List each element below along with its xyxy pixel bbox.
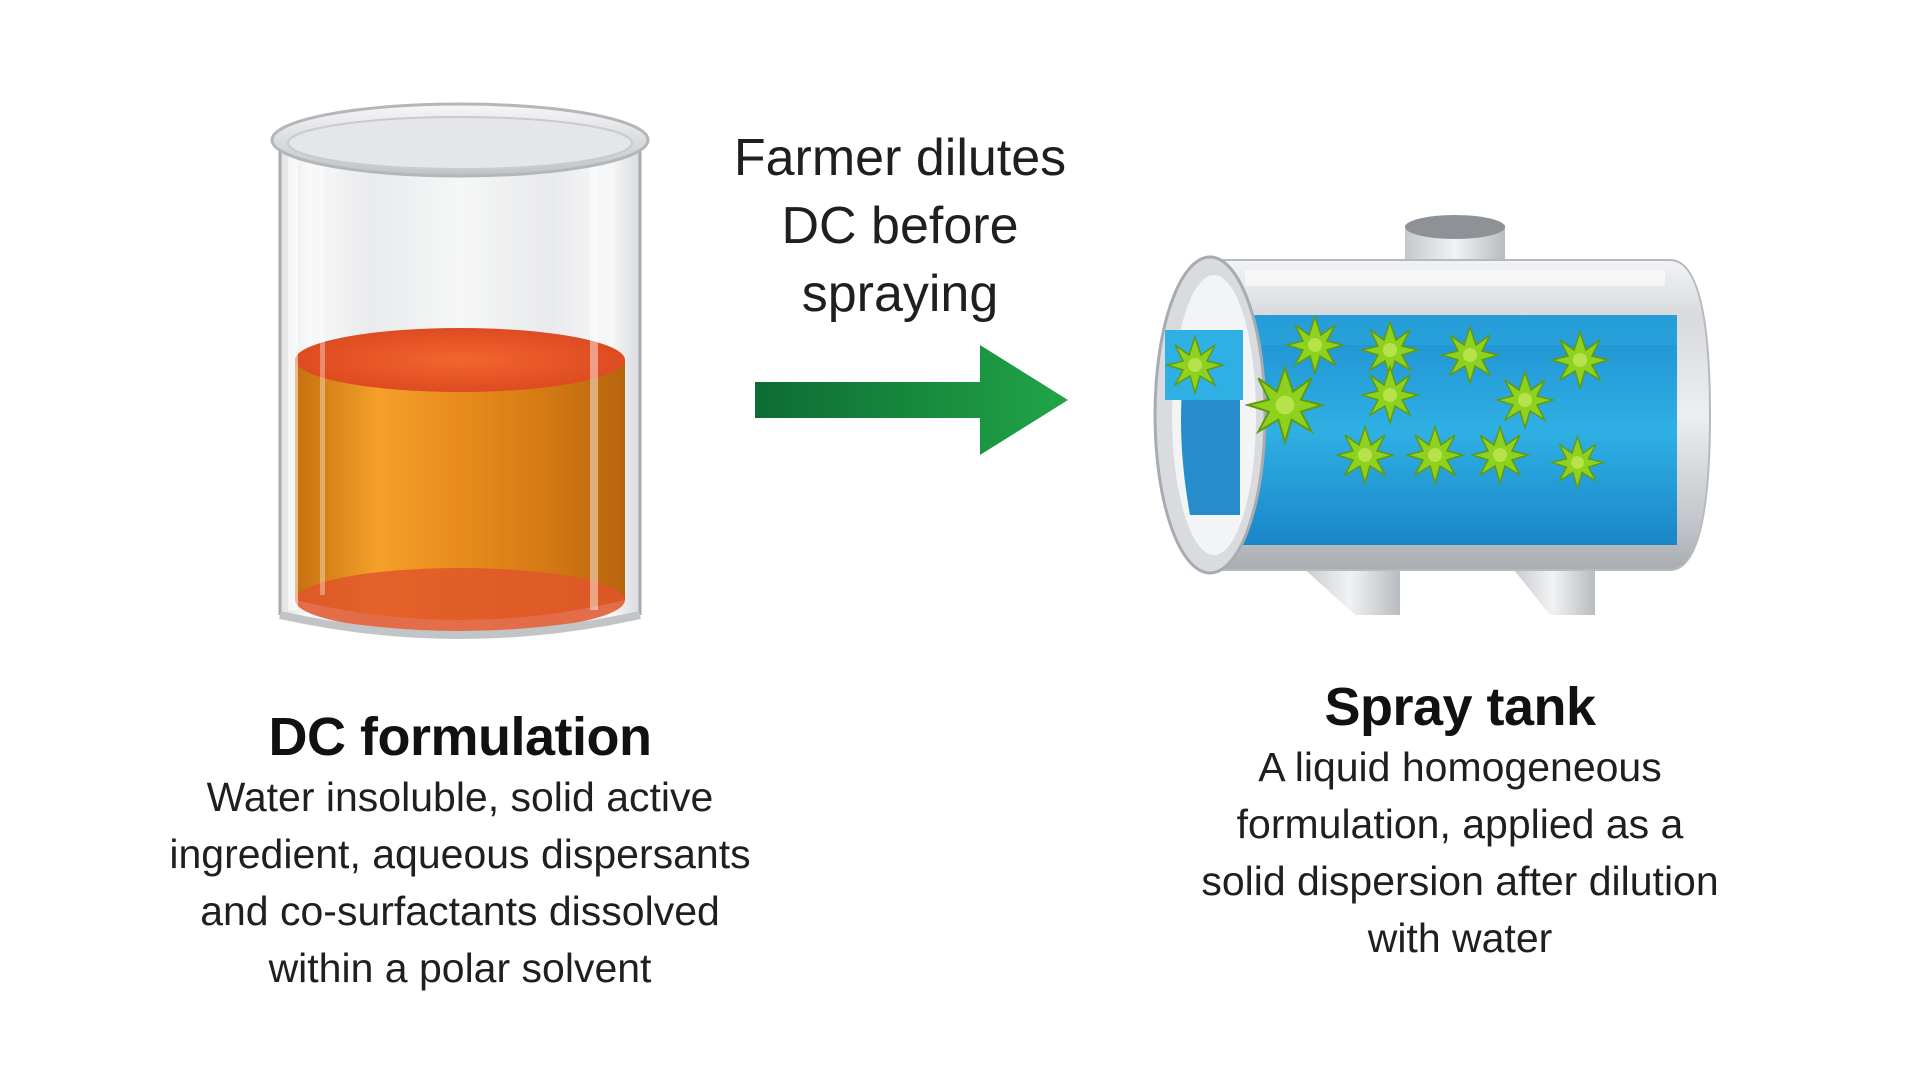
description-line: ingredient, aqueous dispersants — [169, 831, 751, 877]
spray-tank-description: A liquid homogeneous formulation, applie… — [1160, 739, 1760, 967]
description-line: solid dispersion after dilution — [1201, 858, 1719, 904]
process-step-label: Farmer dilutes DC before spraying — [700, 124, 1100, 328]
description-line: and co-surfactants dissolved — [200, 888, 720, 934]
step-label-line: Farmer dilutes — [733, 129, 1067, 187]
dc-formulation-title: DC formulation — [268, 707, 652, 767]
arrow-right-icon — [755, 345, 1068, 455]
spray-tank-icon — [1153, 215, 1712, 615]
dc-formulation-label: DC formulation Water insoluble, solid ac… — [140, 705, 780, 997]
dc-formulation-description: Water insoluble, solid active ingredient… — [140, 769, 780, 997]
step-label-line: DC before — [781, 197, 1019, 255]
spray-tank-title: Spray tank — [1324, 677, 1596, 737]
step-label-line: spraying — [801, 265, 999, 323]
description-line: formulation, applied as a — [1236, 801, 1684, 847]
description-line: within a polar solvent — [268, 945, 652, 991]
beaker-icon — [270, 102, 650, 639]
description-line: with water — [1367, 915, 1553, 961]
description-line: Water insoluble, solid active — [206, 774, 714, 820]
description-line: A liquid homogeneous — [1258, 744, 1662, 790]
spray-tank-label: Spray tank A liquid homogeneous formulat… — [1160, 675, 1760, 967]
